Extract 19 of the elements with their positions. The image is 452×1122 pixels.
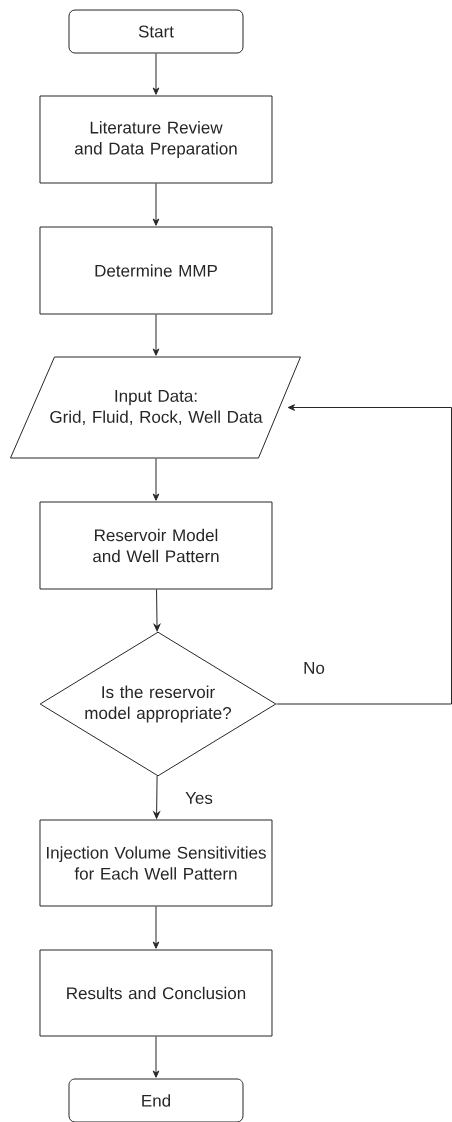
arrow — [153, 775, 160, 819]
process-box: Results and Conclusion — [39, 949, 273, 1037]
process-box: Determine MMP — [39, 226, 273, 315]
terminal-box: End — [68, 1078, 244, 1122]
arrow — [152, 314, 160, 356]
terminal-box: Start — [68, 9, 244, 54]
process-box: Literature Review and Data Preparation — [39, 95, 273, 184]
arrow — [152, 1036, 160, 1078]
arrow — [152, 458, 160, 501]
arrow — [152, 906, 160, 949]
edge-label: Yes — [184, 791, 214, 805]
process-box: Injection Volume Sensitivities for Each Well Pattern — [39, 819, 273, 907]
edge-label: No — [302, 661, 326, 675]
arrow — [152, 53, 160, 95]
input-parallelogram: Input Data: Grid, Fluid, Rock, Well Data — [10, 356, 301, 459]
arrow — [152, 183, 160, 226]
process-box: Reservoir Model and Well Pattern — [39, 501, 273, 590]
arrow — [276, 404, 452, 705]
arrow — [153, 589, 161, 632]
